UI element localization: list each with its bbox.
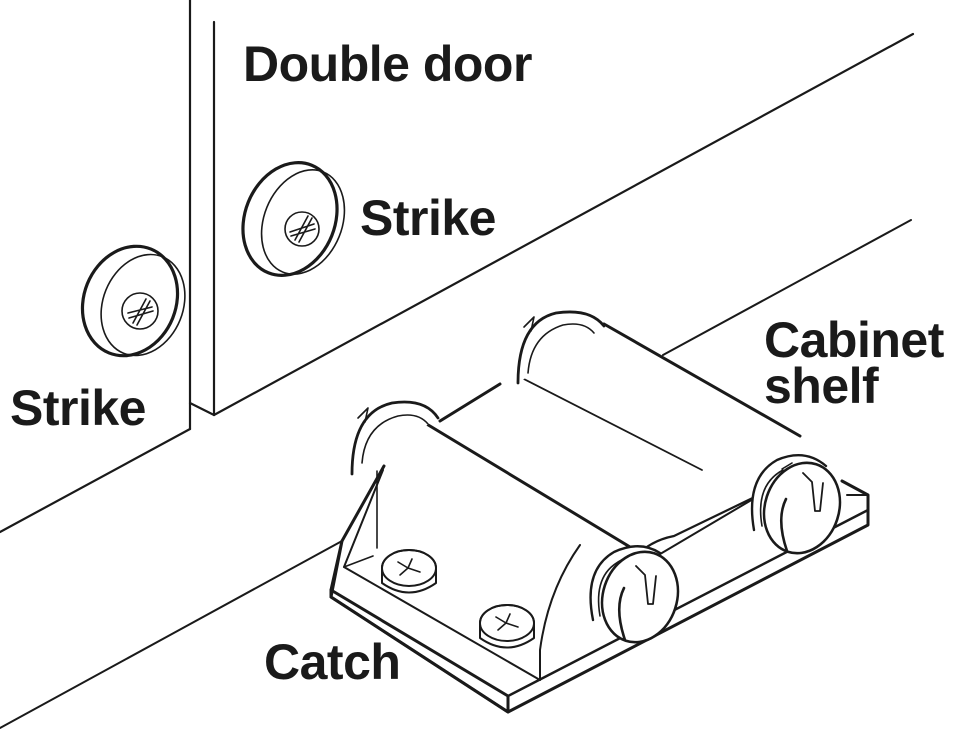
label-strike-left: Strike	[10, 380, 146, 436]
label-double-door: Double door	[243, 36, 532, 92]
label-shelf-line: shelf	[764, 358, 879, 414]
right-door	[188, 20, 915, 417]
label-catch: Catch	[264, 634, 401, 690]
double-roller-catch-icon	[329, 310, 870, 714]
screw-icon	[479, 604, 535, 649]
screw-icon	[381, 549, 437, 594]
strike-right-icon	[241, 161, 346, 277]
label-cabinet-shelf: Cabinet shelf	[764, 312, 944, 414]
strike-left-icon	[80, 244, 186, 358]
left-door	[0, 0, 192, 534]
label-strike-right: Strike	[360, 190, 496, 246]
cabinet-shelf	[0, 219, 912, 729]
label-cabinet-line: Cabinet	[764, 312, 944, 368]
roller-front-left-icon	[589, 545, 680, 644]
roller-front-right-icon	[750, 454, 842, 555]
